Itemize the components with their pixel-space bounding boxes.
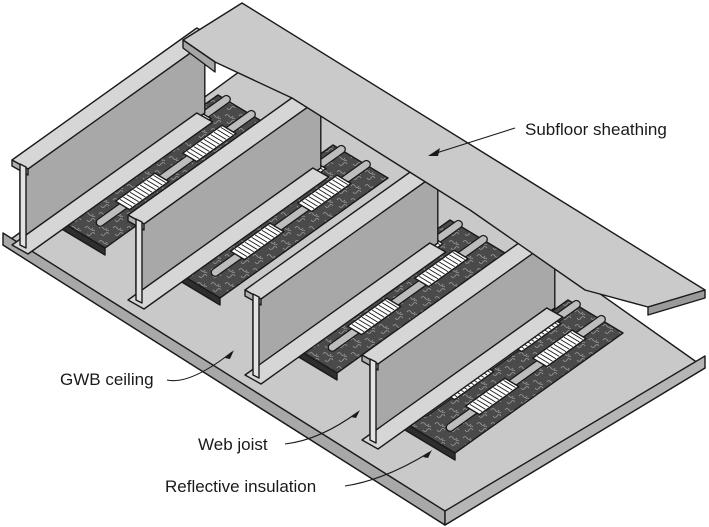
- label-gwb-group: GWB ceiling: [60, 350, 234, 389]
- fin-plate-icon: [414, 249, 469, 288]
- fin-plate-icon: [346, 297, 402, 336]
- leader-insulation: [344, 451, 431, 487]
- web-joists: [11, 27, 564, 450]
- label-insulation-group: Reflective insulation: [165, 450, 432, 496]
- fin-plate-icon: [229, 222, 285, 261]
- arrowhead-gwb: [225, 350, 234, 359]
- leader-web-joist: [284, 411, 359, 445]
- label-subfloor: Subfloor sheathing: [525, 120, 667, 139]
- fin-plate-icon: [464, 377, 520, 416]
- label-web-joist: Web joist: [198, 435, 268, 454]
- fin-plate-icon: [114, 172, 170, 211]
- subfloor-sheathing: [182, 2, 706, 316]
- label-gwb: GWB ceiling: [60, 370, 154, 389]
- arrowhead-insulation: [423, 450, 432, 458]
- label-insulation: Reflective insulation: [165, 477, 316, 496]
- web-joist-4: [361, 222, 564, 450]
- fin-plate-icon: [297, 174, 352, 213]
- label-subfloor-group: Subfloor sheathing: [428, 120, 667, 156]
- leader-subfloor: [429, 127, 516, 156]
- fin-plate-icon: [532, 329, 587, 368]
- arrowhead-subfloor: [428, 148, 440, 156]
- arrowhead-web-joist: [351, 410, 360, 418]
- web-joist-1: [11, 27, 214, 255]
- fin-plate-icon: [182, 124, 237, 163]
- leader-gwb: [166, 351, 233, 382]
- web-joist-2: [127, 82, 330, 310]
- label-web-joist-group: Web joist: [198, 410, 360, 454]
- web-joist-3: [244, 157, 447, 385]
